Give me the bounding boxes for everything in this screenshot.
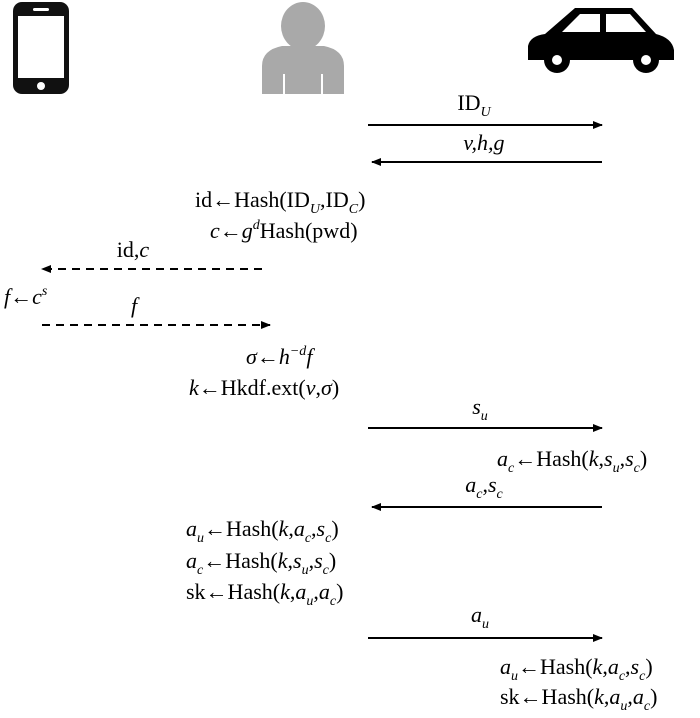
msg-au: au xyxy=(368,602,603,642)
computation-phone-f: f←cs xyxy=(4,284,48,309)
computation-user-sigma: σ←h−df xyxy=(246,344,315,369)
computation-car-au: au←Hash(k,ac,sc) xyxy=(500,654,653,684)
msg-idu: IDU xyxy=(368,90,603,129)
msg-su-label: su xyxy=(472,394,488,424)
msg-vhg-label: v,h,g xyxy=(463,130,504,155)
msg-f: f xyxy=(42,293,271,329)
computation-car-ac: ac←Hash(k,su,sc) xyxy=(497,446,647,476)
computation-user-k: k←Hkdf.ext(v,σ) xyxy=(189,375,339,400)
msg-vhg: v,h,g xyxy=(371,130,602,166)
msg-idu-label: IDU xyxy=(457,90,491,120)
computation-user-id: id←Hash(IDU,IDC) xyxy=(195,187,365,217)
computation-car-sk: sk←Hash(k,au,ac) xyxy=(500,684,657,714)
computation-user-sk: sk←Hash(k,au,ac) xyxy=(186,579,343,609)
msg-su: su xyxy=(368,394,603,432)
msg-acsc: ac,sc xyxy=(371,472,602,511)
smartphone-icon xyxy=(13,2,69,94)
msg-au-label: au xyxy=(471,602,489,632)
computation-user-ac: ac←Hash(k,su,sc) xyxy=(186,548,336,578)
computation-user-au: au←Hash(k,ac,sc) xyxy=(186,516,339,546)
user-icon xyxy=(262,2,344,94)
msg-idc: id,c xyxy=(41,237,262,273)
car-icon xyxy=(528,8,674,73)
msg-acsc-label: ac,sc xyxy=(465,472,503,502)
msg-f-label: f xyxy=(131,293,140,318)
msg-idc-label: id,c xyxy=(117,237,150,262)
computation-user-c: c←gdHash(pwd) xyxy=(210,218,358,243)
